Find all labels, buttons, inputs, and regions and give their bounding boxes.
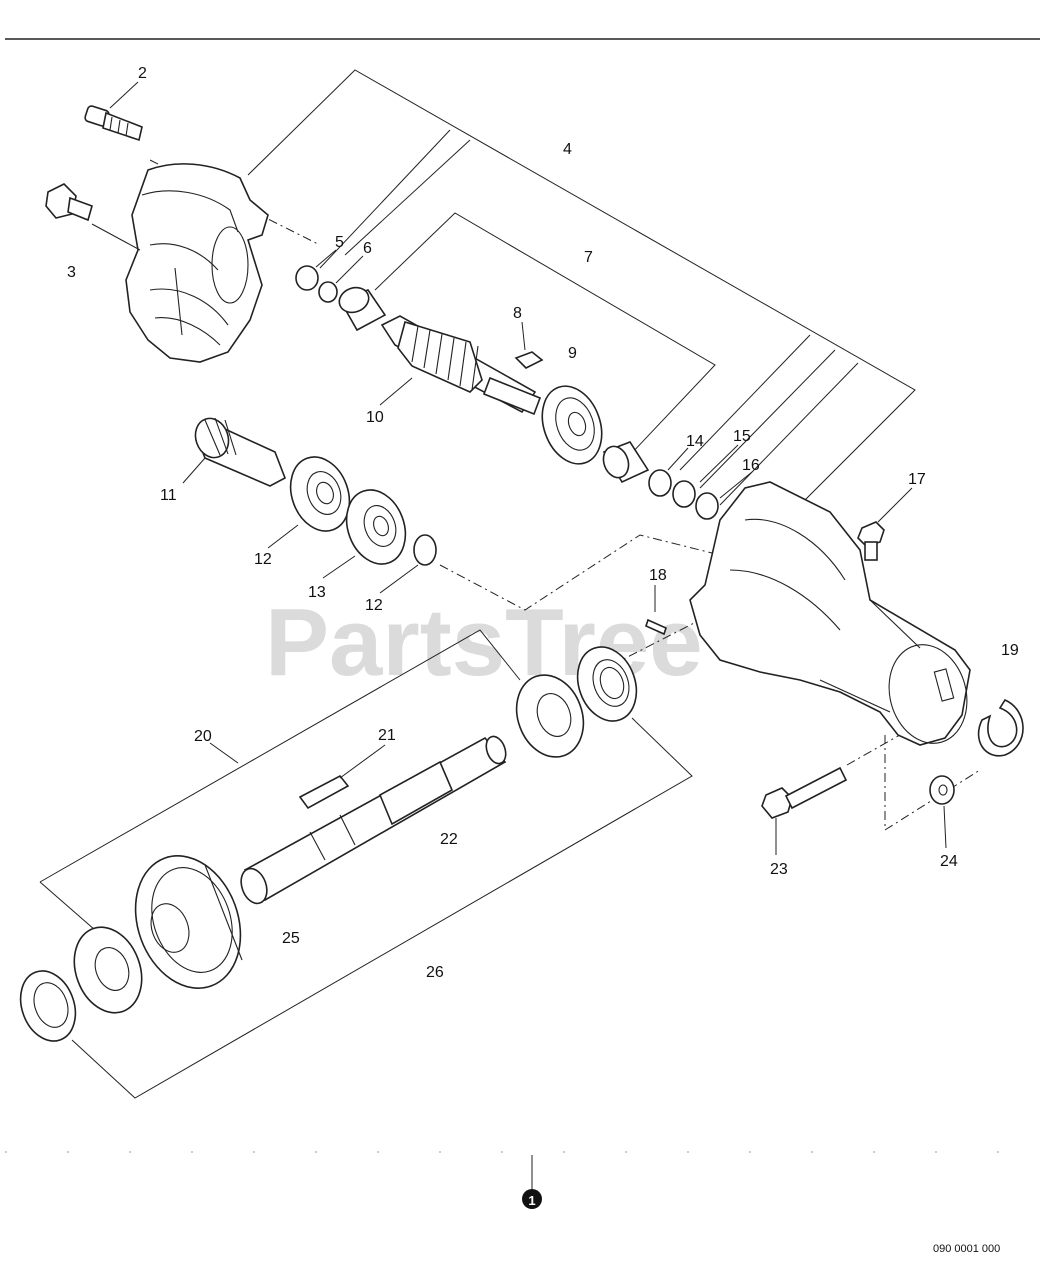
label-12b: 16 [742,457,760,474]
watermark: PartsTree [265,589,703,696]
label-8: 4 [563,141,572,158]
ring-part-13 [672,480,696,508]
washer-part-3 [929,775,955,805]
label-5: 2 [138,65,147,82]
label-4: 17 [908,471,926,488]
label-6: 3 [67,264,76,281]
gear-part-14 [541,385,603,465]
seal-upper [576,646,638,722]
label-15: 8 [513,305,522,322]
label-16: 10 [366,409,384,426]
pinion-part-17 [194,417,287,487]
label-18: 12 [254,551,272,568]
label-22: 26 [426,964,444,981]
bushing-part-a [602,441,650,484]
bolt-part-5 [84,105,143,142]
ring-part-9 [295,265,319,291]
part-labels: 2 3 4 5 6 7 8 9 10 11 12 13 12 14 15 16 … [67,65,1019,981]
key-part-15 [514,351,544,369]
label-2: 23 [770,861,788,878]
label-13: 15 [733,428,751,445]
gearbox-cover [125,163,269,363]
pin-part-7 [645,618,667,636]
shaft-part-26 [240,735,507,905]
label-9: 5 [335,234,344,251]
bushing-part-11 [338,286,387,332]
circlip-part-21 [977,698,1024,757]
worm-shaft-part-16 [380,315,542,416]
bracket-lines [39,69,916,1099]
bearing-part-19 [345,489,407,565]
label-3: 24 [940,853,958,870]
label-12a: 14 [686,433,704,450]
snap-ring-part-20 [413,534,437,566]
label-14: 9 [568,345,577,362]
gearbox-housing [689,481,971,746]
label-25: 21 [378,727,396,744]
callout-number: 1 [528,1193,535,1208]
label-10: 6 [363,240,372,257]
ring-part-12b [695,492,719,520]
label-24: 25 [282,930,300,947]
label-11: 7 [584,249,593,266]
key-part-25 [298,774,350,810]
label-23: 20 [194,728,212,745]
callout-marker: 1 [522,1189,542,1209]
label-leaders [91,81,947,1190]
ring-part-10 [318,281,338,303]
bearing-upper [515,674,585,758]
bearing-part-18 [289,456,351,532]
ring-part-12a [648,469,672,497]
label-7: 18 [649,567,667,584]
diagram-code: 090 0001 000 [933,1243,1000,1255]
label-26: 22 [440,831,458,848]
label-20: 12 [365,597,383,614]
seal-lower [19,970,77,1042]
label-21: 19 [1001,642,1019,659]
bearing-lower [73,926,143,1014]
label-19: 13 [308,584,326,601]
gear-part-24 [134,855,243,989]
screw-part-6 [45,183,93,222]
label-17: 11 [160,487,177,504]
bolt-part-4 [857,521,885,561]
bolt-part-2 [761,766,848,819]
